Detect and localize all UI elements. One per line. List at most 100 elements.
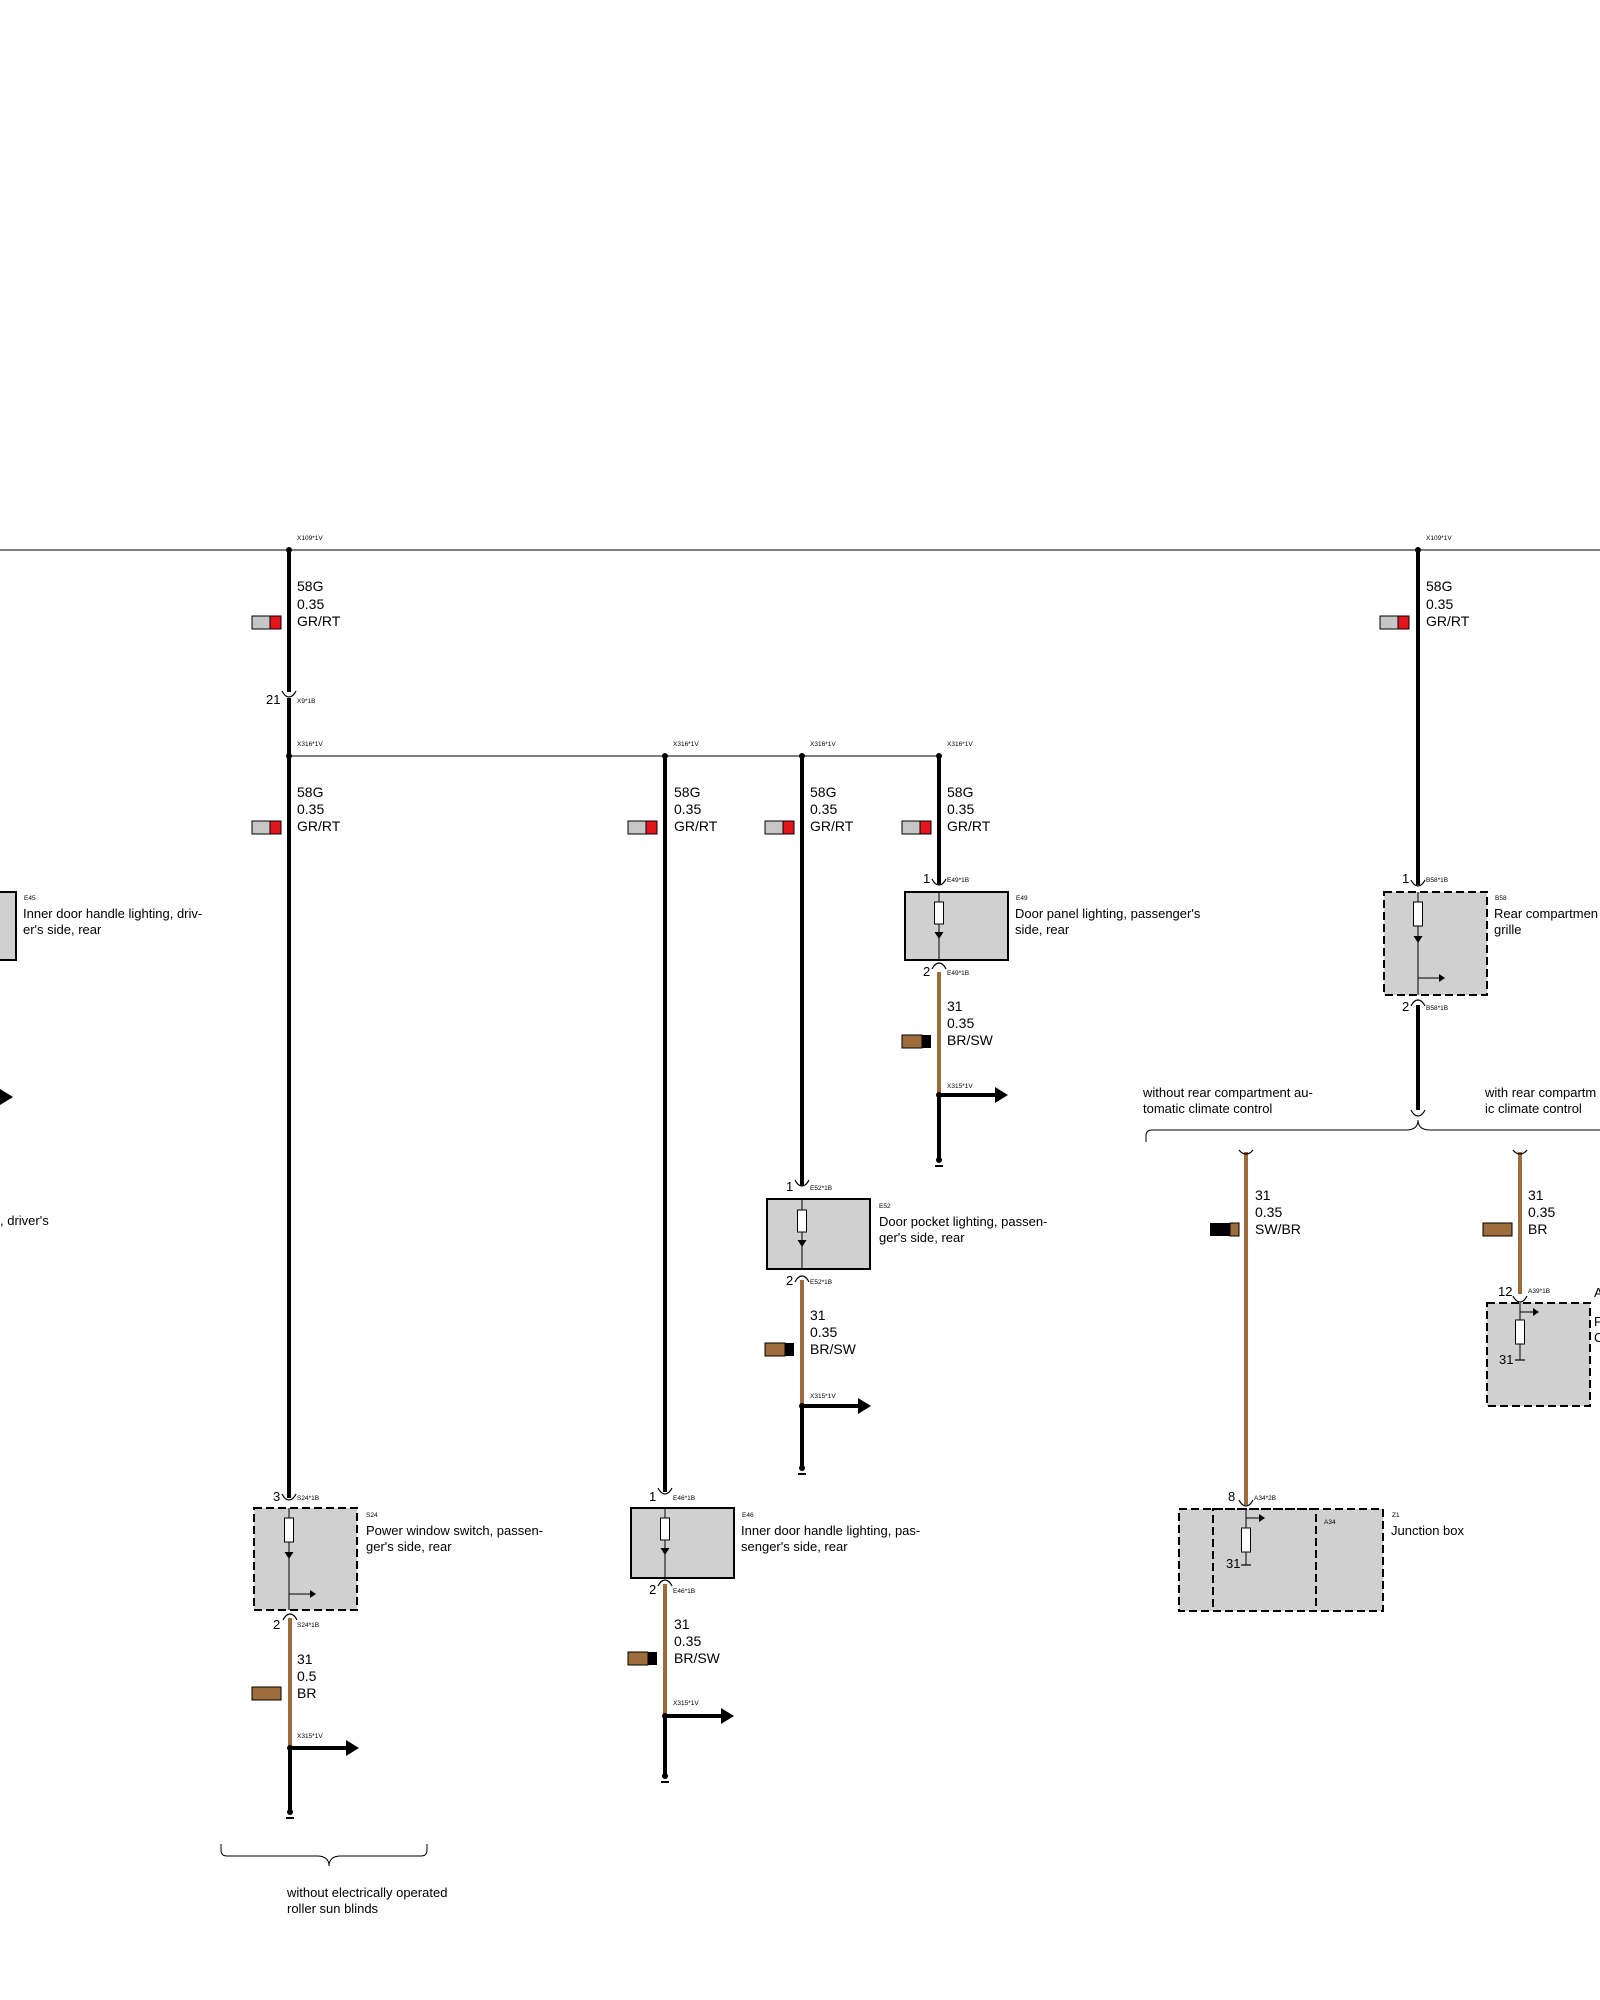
svg-text:58G: 58G xyxy=(297,578,323,594)
connector-label: B58*1B xyxy=(1426,877,1448,884)
svg-text:BR: BR xyxy=(1528,1221,1547,1237)
svg-text:31: 31 xyxy=(810,1307,826,1323)
pin-number: 1 xyxy=(786,1179,793,1194)
swatch-br xyxy=(251,1686,282,1701)
component-e46 xyxy=(630,1507,735,1579)
connector-label: E46*1B xyxy=(673,1495,695,1502)
pin-number: 2 xyxy=(273,1617,280,1632)
connector-label: X315*1V xyxy=(810,1393,836,1400)
svg-text:Inner door handle lighting, dr: Inner door handle lighting, driv- xyxy=(23,906,202,921)
pin-number: 2 xyxy=(923,964,930,979)
component-e45 xyxy=(0,891,17,961)
connector-label: E52 xyxy=(879,1203,891,1210)
svg-text:side, rear: side, rear xyxy=(1015,922,1070,937)
desc-e46: Inner door handle lighting, pas- senger'… xyxy=(741,1523,920,1554)
svg-text:31: 31 xyxy=(947,998,963,1014)
ground-pin-number: 31 xyxy=(1226,1556,1240,1571)
wire-label-31-swbr: 31 0.35 SW/BR xyxy=(1255,1187,1301,1237)
svg-text:GR/RT: GR/RT xyxy=(674,818,718,834)
swatch-br-sw xyxy=(627,1651,657,1666)
desc-e45: Inner door handle lighting, driv- er's s… xyxy=(23,906,202,937)
wire-label-58g: 58G 0.35 GR/RT xyxy=(810,784,854,834)
desc-a39-partial: A F C xyxy=(1594,1285,1600,1345)
wire-label-31-br: 31 0.35 BR xyxy=(1528,1187,1555,1237)
component-e52 xyxy=(766,1198,871,1270)
desc-partial-driver: , driver's xyxy=(0,1213,49,1228)
partial-arrow-left xyxy=(0,1089,13,1105)
connector-label: X316*1V xyxy=(810,741,836,748)
svg-text:ic climate control: ic climate control xyxy=(1485,1101,1582,1116)
ground-pin-number: 31 xyxy=(1499,1352,1513,1367)
swatch-gr-rt xyxy=(627,820,658,835)
pin-number: 2 xyxy=(649,1582,656,1597)
svg-text:with rear compartm: with rear compartm xyxy=(1484,1085,1596,1100)
desc-s24: Power window switch, passen- ger's side,… xyxy=(366,1523,543,1554)
connector-label: X315*1V xyxy=(947,1083,973,1090)
connector-label: X9*1B xyxy=(297,698,315,705)
arrows-x315 xyxy=(0,1087,1008,1756)
wire-label-58g: 58G 0.35 GR/RT xyxy=(947,784,991,834)
wire-labels: 58G 0.35 GR/RT 58G 0.35 GR/RT 58G 0.35 G… xyxy=(297,578,1555,1701)
component-s24 xyxy=(253,1507,358,1611)
svg-text:roller sun blinds: roller sun blinds xyxy=(287,1901,379,1916)
swatch-sw-br xyxy=(1210,1222,1240,1237)
swatch-gr-rt xyxy=(901,820,932,835)
svg-text:er's side, rear: er's side, rear xyxy=(23,922,102,937)
svg-text:0.35: 0.35 xyxy=(297,596,324,612)
braces xyxy=(220,1119,1600,1867)
svg-text:31: 31 xyxy=(1255,1187,1271,1203)
svg-text:ger's side, rear: ger's side, rear xyxy=(366,1539,452,1554)
svg-text:Door pocket lighting, passen-: Door pocket lighting, passen- xyxy=(879,1214,1047,1229)
svg-text:58G: 58G xyxy=(297,784,323,800)
connector-label: X109*1V xyxy=(1426,535,1452,542)
svg-text:BR/SW: BR/SW xyxy=(810,1341,857,1357)
svg-text:31: 31 xyxy=(297,1651,313,1667)
svg-text:grille: grille xyxy=(1494,922,1521,937)
connector-label: E52*1B xyxy=(810,1279,832,1286)
note-with-rear-climate: with rear compartm ic climate control xyxy=(1484,1085,1596,1116)
connector-label: S24 xyxy=(366,1512,378,1519)
component-b58 xyxy=(1383,891,1488,996)
svg-text:C: C xyxy=(1594,1330,1600,1345)
pin-number: 1 xyxy=(649,1489,656,1504)
connector-label: X315*1V xyxy=(673,1700,699,1707)
connector-label: E49 xyxy=(1016,895,1028,902)
pin-number: 2 xyxy=(1402,999,1409,1014)
svg-text:, driver's: , driver's xyxy=(0,1213,49,1228)
connector-label: B58 xyxy=(1495,895,1507,902)
swatch-gr-rt xyxy=(251,615,282,630)
connector-label: S24*1B xyxy=(297,1622,319,1629)
svg-text:tomatic climate control: tomatic climate control xyxy=(1143,1101,1272,1116)
connector-label: E49*1B xyxy=(947,877,969,884)
connector-label: Z1 xyxy=(1392,1512,1400,1519)
desc-e52: Door pocket lighting, passen- ger's side… xyxy=(879,1214,1047,1245)
connector-label: X315*1V xyxy=(297,1733,323,1740)
component-descriptions: Inner door handle lighting, driv- er's s… xyxy=(0,906,1600,1554)
svg-text:0.35: 0.35 xyxy=(947,1015,974,1031)
swatch-gr-rt xyxy=(1379,615,1410,630)
svg-text:GR/RT: GR/RT xyxy=(810,818,854,834)
pin-numbers: 21 1 2 1 2 3 2 1 2 1 2 8 12 31 31 xyxy=(266,692,1513,1632)
desc-z1: Junction box xyxy=(1391,1523,1464,1538)
svg-text:BR: BR xyxy=(297,1685,316,1701)
desc-b58: Rear compartmen grille xyxy=(1494,906,1598,937)
svg-text:0.35: 0.35 xyxy=(297,801,324,817)
desc-e49: Door panel lighting, passenger's side, r… xyxy=(1015,906,1201,937)
svg-text:Rear compartmen: Rear compartmen xyxy=(1494,906,1598,921)
svg-text:without rear compartment au-: without rear compartment au- xyxy=(1142,1085,1313,1100)
connector-label: E46 xyxy=(742,1512,754,1519)
connector-label: B58*1B xyxy=(1426,1005,1448,1012)
svg-text:GR/RT: GR/RT xyxy=(297,613,341,629)
svg-text:58G: 58G xyxy=(947,784,973,800)
svg-text:0.35: 0.35 xyxy=(674,1633,701,1649)
svg-text:0.35: 0.35 xyxy=(1255,1204,1282,1220)
svg-text:GR/RT: GR/RT xyxy=(297,818,341,834)
note-without-sun-blinds: without electrically operated roller sun… xyxy=(286,1885,447,1916)
svg-text:A: A xyxy=(1594,1285,1600,1300)
swatch-gr-rt xyxy=(251,820,282,835)
component-e49 xyxy=(904,891,1009,961)
connector-label: E52*1B xyxy=(810,1185,832,1192)
wire-label-31-brsw: 31 0.35 BR/SW xyxy=(674,1616,721,1666)
ground-symbols xyxy=(286,1157,943,1819)
connector-cusps xyxy=(281,690,1528,1621)
